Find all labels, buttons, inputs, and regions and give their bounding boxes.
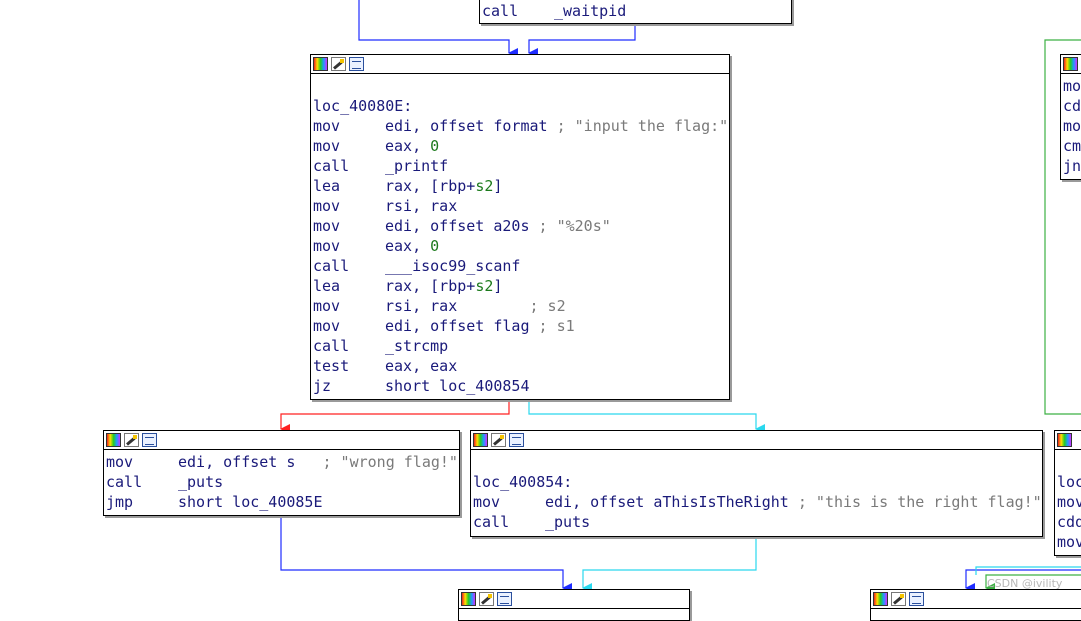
color-palette-icon[interactable]	[106, 433, 121, 447]
edge-green-loop	[1044, 39, 1081, 415]
code-line: mov	[1063, 77, 1081, 95]
color-palette-icon[interactable]	[873, 592, 888, 606]
block-header	[104, 431, 459, 450]
code-line: call_strcmp	[313, 337, 449, 355]
rename-pencil-icon[interactable]	[491, 433, 506, 447]
edge-bottom-right-cyan	[975, 566, 1081, 575]
group-nodes-icon[interactable]	[142, 433, 157, 447]
code-line: call_printf	[313, 157, 449, 175]
code-line: loc	[1057, 473, 1081, 491]
code-line: cd	[1063, 97, 1081, 115]
rename-pencil-icon[interactable]	[331, 57, 346, 71]
edge-into-main-right	[528, 24, 636, 58]
code-line: mov	[1057, 533, 1081, 551]
color-palette-icon[interactable]	[461, 592, 476, 606]
color-palette-icon[interactable]	[1057, 433, 1072, 447]
edge-bottom-right-blue	[965, 569, 1081, 593]
code-line: mov	[1057, 493, 1081, 511]
top-code-block[interactable]: call_waitpid	[479, 0, 792, 24]
block-header	[871, 590, 1081, 609]
block-header	[471, 431, 1042, 450]
edge-right-to-bottom	[582, 537, 757, 593]
code-line: cdq	[1057, 513, 1081, 531]
rename-pencil-icon[interactable]	[891, 592, 906, 606]
color-palette-icon[interactable]	[1063, 57, 1078, 71]
edge-wrong-to-bottom	[280, 516, 572, 593]
group-nodes-icon[interactable]	[509, 433, 524, 447]
group-nodes-icon[interactable]	[909, 592, 924, 606]
code-line: call_puts	[106, 473, 224, 491]
group-nodes-icon[interactable]	[349, 57, 364, 71]
rename-pencil-icon[interactable]	[124, 433, 139, 447]
code-line: mov	[1063, 117, 1081, 135]
graph-edges	[280, 0, 1081, 593]
edge-into-main-left	[358, 0, 518, 58]
watermark: CSDN @ivility	[987, 577, 1063, 590]
color-palette-icon[interactable]	[473, 433, 488, 447]
rename-pencil-icon[interactable]	[479, 592, 494, 606]
code-line: jn	[1063, 157, 1081, 175]
block-label: loc_40080E:	[313, 97, 413, 115]
side-top-code-block[interactable]: mov cd mov cm jn	[1060, 54, 1081, 180]
code-line: cm	[1063, 137, 1081, 155]
block-label: loc_400854:	[473, 473, 573, 491]
bottom-right-code-block[interactable]	[870, 589, 1081, 621]
bottom-center-code-block[interactable]	[458, 589, 690, 621]
block-header	[311, 55, 729, 74]
code-line: call_puts	[473, 513, 591, 531]
side-bottom-code-block[interactable]: loc mov cdq mov	[1054, 430, 1081, 556]
block-header	[459, 590, 689, 609]
code-line: call___isoc99_scanf	[313, 257, 521, 275]
group-nodes-icon[interactable]	[497, 592, 512, 606]
code-line: call_waitpid	[482, 2, 627, 20]
edge-bottom-right-green	[985, 574, 1081, 593]
block-header	[1061, 55, 1081, 74]
edge-false-branch	[280, 400, 510, 434]
edge-true-branch	[528, 400, 765, 434]
block-header	[1055, 431, 1081, 450]
color-palette-icon[interactable]	[313, 57, 328, 71]
